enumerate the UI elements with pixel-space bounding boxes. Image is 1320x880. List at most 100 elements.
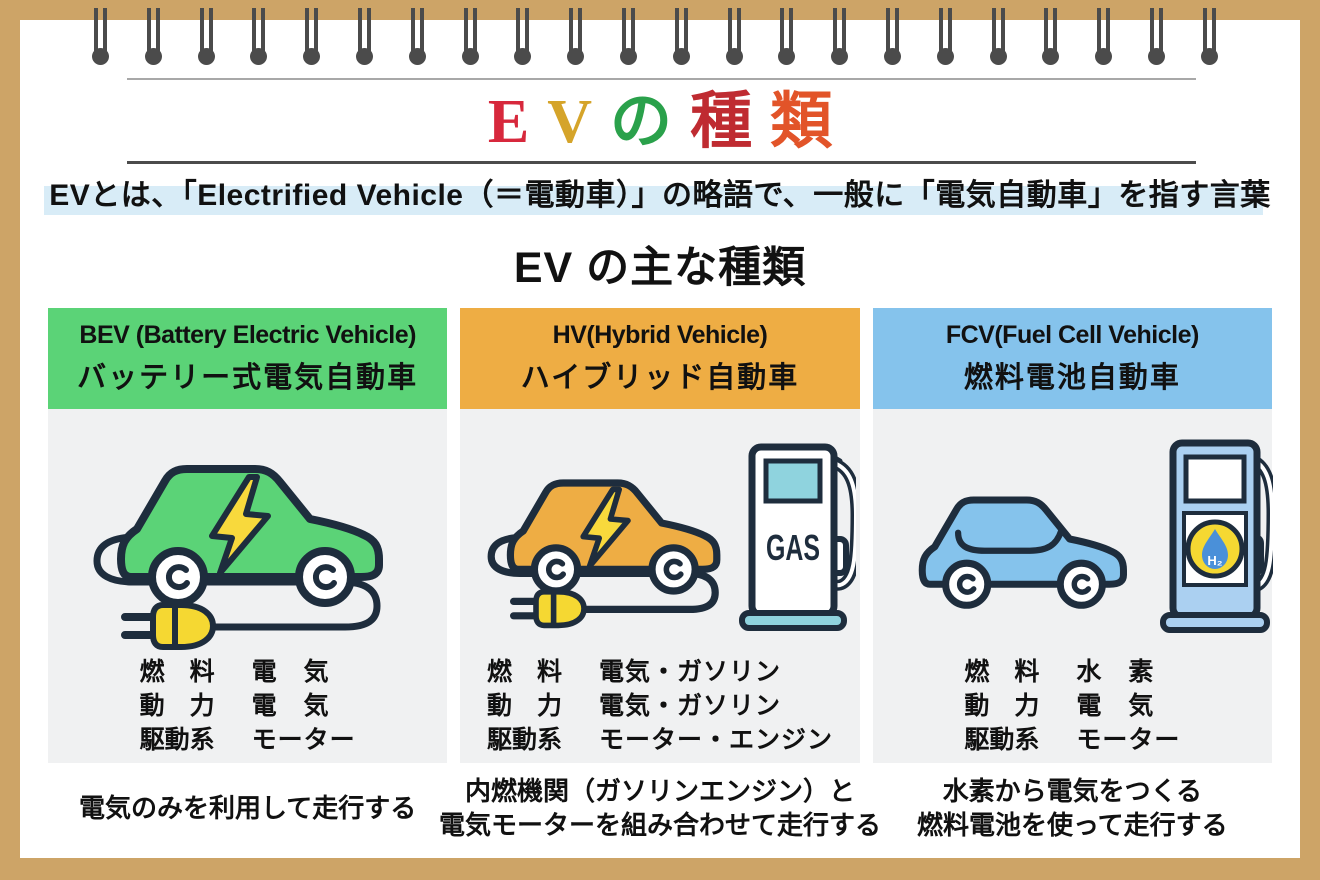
title-char: 類	[770, 88, 851, 156]
fcv-car-illustration: H₂	[918, 439, 1273, 633]
binding-pin-icon	[1200, 6, 1218, 70]
binding-pin-icon	[831, 6, 849, 70]
description-line: 内燃機関（ガソリンエンジン）と	[464, 776, 855, 806]
spec-value: モーター・エンジン	[598, 726, 833, 754]
hv-car-illustration: GAS	[487, 443, 856, 631]
spec-row: 燃 料 水 素	[964, 655, 1180, 689]
spec-row: 駆動系 モーター・エンジン	[487, 723, 833, 757]
description-line: 水素から電気をつくる	[942, 776, 1203, 806]
spec-label: 燃 料	[139, 658, 215, 686]
binding-pin-icon	[144, 6, 162, 70]
column-bev-body: 燃 料 電 気 動 力 電 気 駆動系 モーター	[48, 409, 448, 763]
hydrogen-pump-label: H₂	[1207, 553, 1222, 568]
spec-row: 駆動系 モーター	[140, 723, 356, 757]
spec-label: 駆動系	[964, 726, 1040, 754]
spec-label: 動 力	[486, 692, 562, 720]
spec-label: 駆動系	[486, 726, 562, 754]
column-bev-header: BEV (Battery Electric Vehicle) バッテリー式電気自…	[48, 308, 448, 409]
binding-pin-icon	[408, 6, 426, 70]
spec-value: モーター	[1076, 726, 1181, 754]
spec-label: 駆動系	[139, 726, 215, 754]
binding-pin-icon	[725, 6, 743, 70]
car-window-line	[954, 528, 1064, 554]
title-char: の	[610, 88, 691, 156]
column-hv-header: HV(Hybrid Vehicle) ハイブリッド自動車	[460, 308, 860, 409]
hydrogen-pump-icon: H₂	[1159, 439, 1273, 633]
title-char: 種	[690, 88, 771, 156]
column-bev: BEV (Battery Electric Vehicle) バッテリー式電気自…	[48, 308, 448, 851]
column-hv-name-ja: ハイブリッド自動車	[520, 362, 800, 394]
hydrogen-drop-icon	[1201, 529, 1228, 569]
spec-label: 動 力	[139, 692, 215, 720]
subtitle: EVとは、「Electrified Vehicle（＝電動車）」の略語で、一般に…	[0, 174, 1320, 218]
subtitle-highlight-band	[44, 186, 1263, 215]
spec-label: 燃 料	[964, 658, 1040, 686]
title-char: V	[547, 88, 611, 156]
binding-pin-icon	[250, 6, 268, 70]
spec-label: 燃 料	[486, 658, 562, 686]
column-bev-name-en: BEV (Battery Electric Vehicle)	[79, 321, 416, 349]
column-fcv-header: FCV(Fuel Cell Vehicle) 燃料電池自動車	[872, 308, 1272, 409]
binding-pin-icon	[303, 6, 321, 70]
column-fcv-name-ja: 燃料電池自動車	[963, 362, 1181, 394]
gas-pump-icon: GAS	[738, 443, 856, 631]
binding-pin-icon	[197, 6, 215, 70]
charging-plug-icon	[120, 602, 216, 650]
fcv-spec-table: 燃 料 水 素 動 力 電 気 駆動系 モーター	[964, 655, 1180, 757]
lightning-bolt-icon	[580, 486, 631, 570]
column-fcv-body: H₂ 燃 料 水 素 動 力 電 気 駆動系 モーター	[872, 409, 1273, 763]
spec-label: 動 力	[964, 692, 1040, 720]
binding-pin-icon	[883, 6, 901, 70]
spec-row: 動 力 電気・ガソリン	[487, 689, 833, 723]
column-hv-body: GAS 燃 料 電気・ガソリン 動 力 電気・ガソリン 駆動系	[460, 409, 860, 763]
bev-spec-table: 燃 料 電 気 動 力 電 気 駆動系 モーター	[140, 655, 356, 757]
car-wheels	[941, 559, 1106, 609]
ev-type-columns: BEV (Battery Electric Vehicle) バッテリー式電気自…	[48, 308, 1273, 851]
description-line: 電気モーターを組み合わせて走行する	[438, 810, 881, 840]
column-hv: HV(Hybrid Vehicle) ハイブリッド自動車	[439, 308, 881, 851]
column-fcv-name-en: FCV(Fuel Cell Vehicle)	[945, 321, 1199, 349]
binding-pin-icon	[672, 6, 690, 70]
binding-pin-icon	[778, 6, 796, 70]
spec-value: 電 気	[251, 658, 330, 686]
subtitle-text: EVとは、「Electrified Vehicle（＝電動車）」の略語で、一般に…	[49, 179, 1271, 212]
spec-value: 電 気	[251, 692, 330, 720]
spec-value: 電気・ガソリン	[598, 658, 781, 686]
fcv-description: 水素から電気をつくる 燃料電池を使って走行する	[873, 765, 1272, 851]
spec-row: 駆動系 モーター	[964, 723, 1180, 757]
spec-row: 燃 料 電気・ガソリン	[487, 655, 833, 689]
binding-pin-icon	[619, 6, 637, 70]
spec-value: 電 気	[1076, 692, 1155, 720]
lightning-bolt-icon	[208, 474, 271, 576]
title-rule-top	[127, 78, 1196, 80]
hv-description: 内燃機関（ガソリンエンジン）と 電気モーターを組み合わせて走行する	[439, 765, 881, 851]
spec-value: 水 素	[1076, 658, 1155, 686]
section-heading: EV の主な種類	[513, 244, 807, 292]
binding-pin-icon	[1095, 6, 1113, 70]
spec-value: モーター	[251, 726, 356, 754]
bev-car-illustration	[93, 465, 383, 650]
title-char: E	[487, 88, 548, 156]
hv-spec-table: 燃 料 電気・ガソリン 動 力 電気・ガソリン 駆動系 モーター・エンジン	[487, 655, 833, 757]
spec-row: 燃 料 電 気	[140, 655, 356, 689]
binding-pin-icon	[989, 6, 1007, 70]
column-bev-name-ja: バッテリー式電気自動車	[77, 362, 419, 394]
binding-pin-icon	[461, 6, 479, 70]
charging-plug-icon	[509, 589, 587, 629]
bev-description: 電気のみを利用して走行する	[48, 765, 447, 851]
binding-pin-icon	[355, 6, 373, 70]
description-line: 電気のみを利用して走行する	[79, 793, 417, 823]
title-rule-bottom	[127, 161, 1196, 164]
description-line: 燃料電池を使って走行する	[916, 810, 1228, 840]
binding-pin-icon	[936, 6, 954, 70]
column-hv-name-en: HV(Hybrid Vehicle)	[552, 321, 768, 349]
binding-pin-icon	[92, 6, 109, 70]
binding-pin-icon	[514, 6, 532, 70]
spec-value: 電気・ガソリン	[598, 692, 781, 720]
binding-pin-icon	[1042, 6, 1060, 70]
binding-pin-icon	[567, 6, 585, 70]
column-fcv: FCV(Fuel Cell Vehicle) 燃料電池自動車	[872, 308, 1273, 851]
spec-row: 動 力 電 気	[140, 689, 356, 723]
binding-pins	[92, 6, 1218, 70]
